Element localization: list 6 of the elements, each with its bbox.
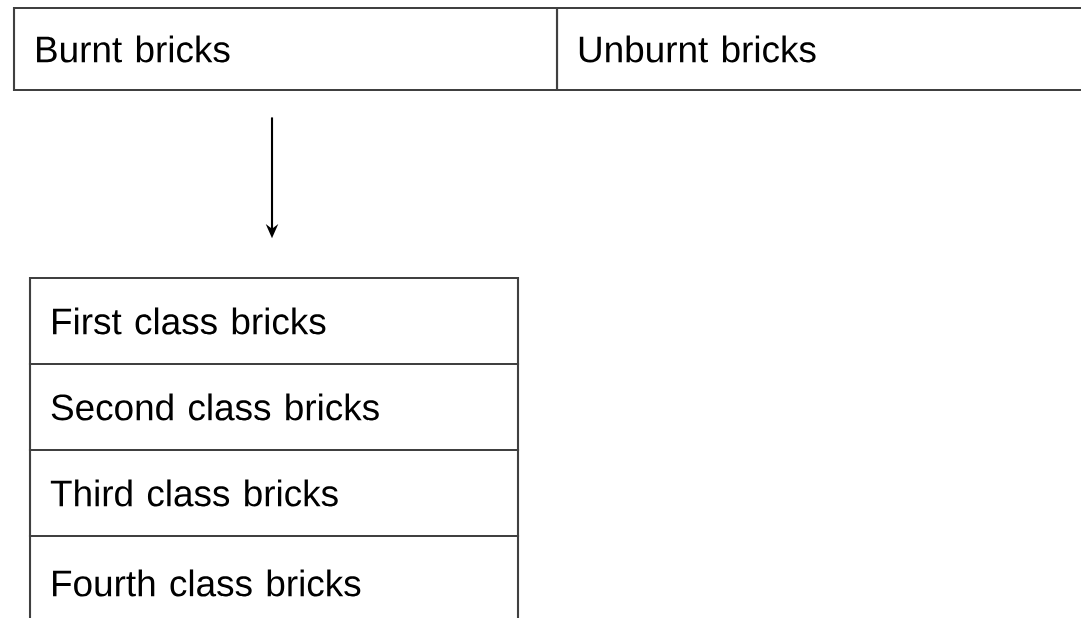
table-cell: Second class bricks — [28, 362, 520, 452]
table-cell: Fourth class bricks — [28, 534, 520, 618]
table-cell: Third class bricks — [28, 448, 520, 538]
table-cell: Burnt bricks — [12, 6, 559, 92]
table-cell: First class bricks — [28, 276, 520, 366]
table-cell: Unburnt bricks — [555, 6, 1081, 92]
